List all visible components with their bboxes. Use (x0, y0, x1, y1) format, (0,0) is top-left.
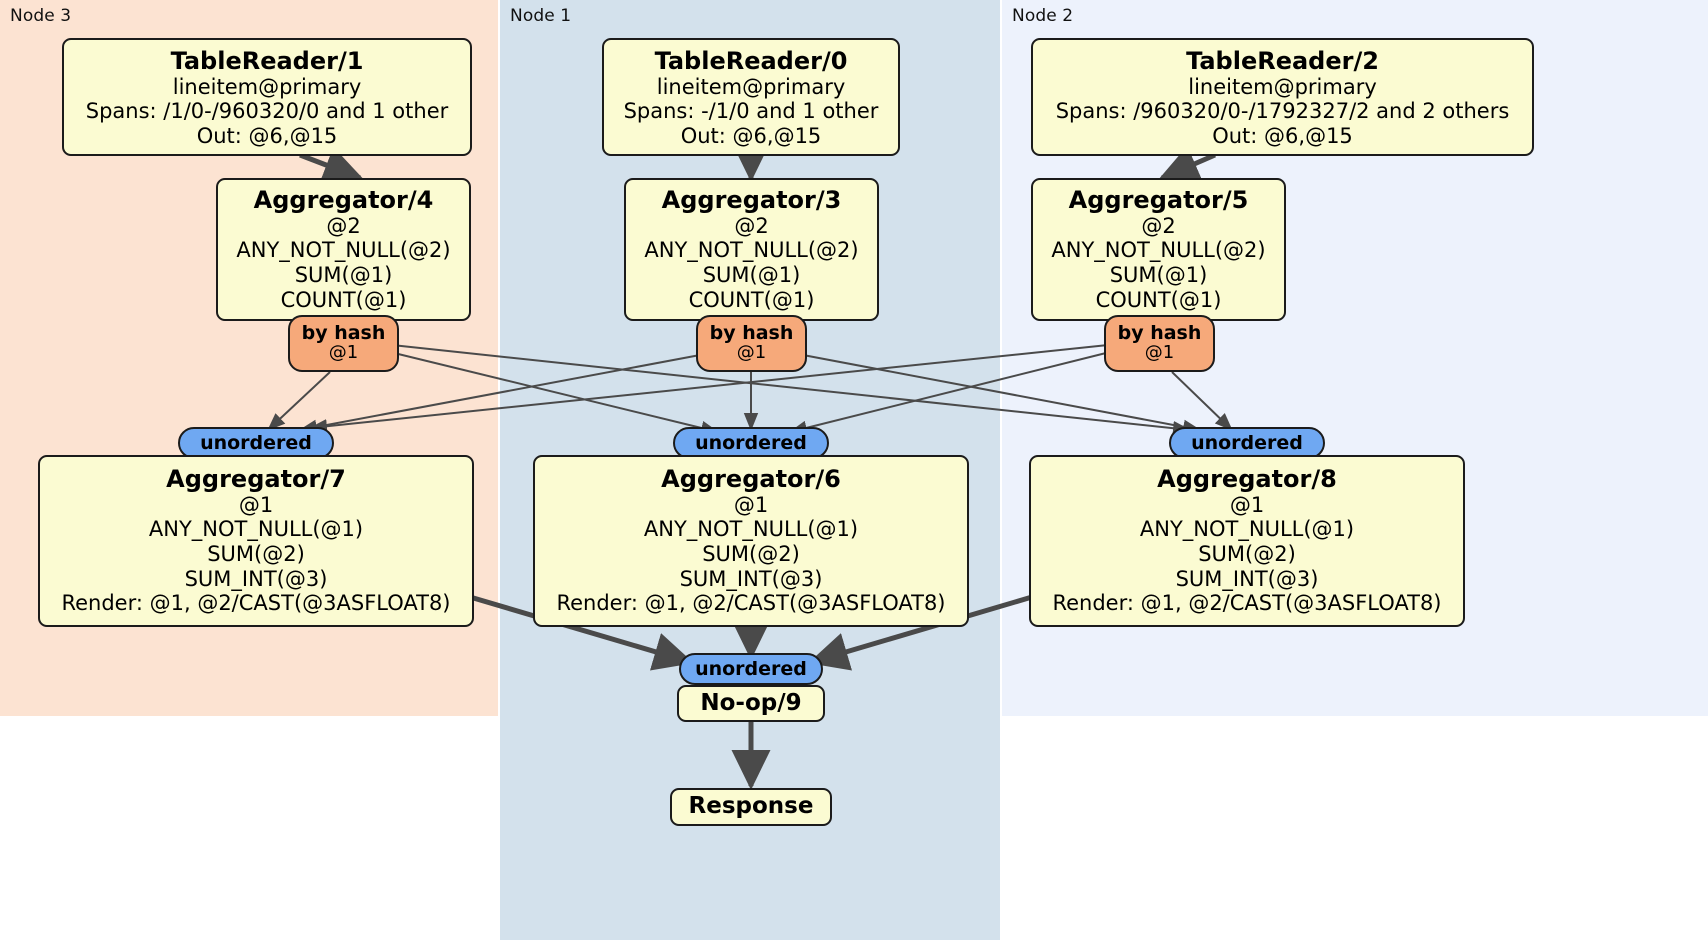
processor-title: TableReader/1 (170, 47, 364, 75)
processor-tablereader-2[interactable]: TableReader/2 lineitem@primary Spans: /9… (1031, 38, 1534, 156)
processor-detail: ANY_NOT_NULL(@2) (644, 238, 859, 263)
badge-sublabel: @1 (328, 342, 359, 364)
processor-detail: lineitem@primary (1188, 74, 1377, 99)
processor-detail: lineitem@primary (656, 74, 846, 99)
processor-detail: @1 (733, 492, 769, 517)
processor-detail: @1 (238, 492, 274, 517)
input-sync-unordered[interactable]: unordered (673, 427, 829, 459)
processor-aggregator-5[interactable]: Aggregator/5 @2 ANY_NOT_NULL(@2) SUM(@1)… (1031, 178, 1286, 321)
processor-aggregator-8[interactable]: Aggregator/8 @1 ANY_NOT_NULL(@1) SUM(@2)… (1029, 455, 1465, 627)
processor-detail: Render: @1, @2/CAST(@3ASFLOAT8) (1052, 591, 1442, 616)
processor-title: Response (688, 793, 814, 820)
node-panel-label: Node 3 (10, 6, 72, 26)
processor-detail: @2 (326, 213, 361, 238)
output-router-by-hash[interactable]: by hash @1 (696, 315, 807, 372)
processor-detail: ANY_NOT_NULL(@1) (1139, 517, 1355, 542)
badge-label: by hash (1117, 322, 1202, 345)
processor-tablereader-1[interactable]: TableReader/1 lineitem@primary Spans: /1… (62, 38, 472, 156)
processor-tablereader-0[interactable]: TableReader/0 lineitem@primary Spans: -/… (602, 38, 900, 156)
processor-detail: COUNT(@1) (280, 287, 407, 312)
badge-label: unordered (695, 431, 807, 454)
processor-noop-9[interactable]: No-op/9 (677, 685, 825, 722)
processor-title: Aggregator/4 (253, 186, 434, 214)
processor-detail: SUM(@2) (1198, 542, 1296, 566)
badge-label: unordered (695, 657, 807, 680)
processor-title: Aggregator/3 (661, 186, 842, 214)
processor-detail: ANY_NOT_NULL(@2) (236, 238, 451, 263)
processor-detail: Spans: /1/0-/960320/0 and 1 other (85, 99, 449, 124)
badge-label: by hash (709, 322, 794, 345)
processor-response[interactable]: Response (670, 788, 832, 826)
processor-aggregator-6[interactable]: Aggregator/6 @1 ANY_NOT_NULL(@1) SUM(@2)… (533, 455, 969, 627)
processor-detail: SUM(@2) (702, 542, 800, 566)
processor-detail: SUM(@1) (294, 263, 393, 287)
processor-aggregator-4[interactable]: Aggregator/4 @2 ANY_NOT_NULL(@2) SUM(@1)… (216, 178, 471, 321)
processor-aggregator-7[interactable]: Aggregator/7 @1 ANY_NOT_NULL(@1) SUM(@2)… (38, 455, 474, 627)
processor-detail: Spans: -/1/0 and 1 other (623, 99, 879, 124)
output-router-by-hash[interactable]: by hash @1 (288, 315, 399, 372)
processor-title: Aggregator/6 (661, 465, 841, 493)
processor-detail: ANY_NOT_NULL(@1) (643, 517, 859, 542)
node-panel-label: Node 1 (510, 6, 572, 26)
processor-detail: @1 (1229, 492, 1265, 517)
processor-title: TableReader/2 (1186, 47, 1379, 75)
processor-detail: @2 (1141, 213, 1176, 238)
badge-sublabel: @1 (736, 342, 767, 364)
processor-detail: COUNT(@1) (1095, 287, 1222, 312)
processor-detail: COUNT(@1) (688, 287, 815, 312)
node-panel-label: Node 2 (1012, 6, 1074, 26)
processor-detail: ANY_NOT_NULL(@1) (148, 517, 364, 542)
processor-title: No-op/9 (700, 689, 802, 716)
processor-detail: @2 (734, 213, 769, 238)
badge-label: unordered (1191, 431, 1303, 454)
input-sync-unordered[interactable]: unordered (178, 427, 334, 459)
processor-detail: lineitem@primary (172, 74, 362, 99)
processor-detail: ANY_NOT_NULL(@2) (1051, 238, 1266, 263)
processor-detail: Out: @6,@15 (196, 124, 338, 148)
processor-detail: Out: @6,@15 (680, 124, 822, 148)
processor-detail: Render: @1, @2/CAST(@3ASFLOAT8) (556, 591, 946, 616)
processor-detail: Out: @6,@15 (1212, 124, 1353, 148)
badge-label: unordered (200, 431, 312, 454)
processor-detail: SUM_INT(@3) (184, 566, 328, 591)
output-router-by-hash[interactable]: by hash @1 (1104, 315, 1215, 372)
processor-detail: Render: @1, @2/CAST(@3ASFLOAT8) (61, 591, 451, 616)
processor-detail: SUM_INT(@3) (679, 566, 823, 591)
processor-title: Aggregator/7 (166, 465, 346, 493)
processor-detail: SUM(@1) (1109, 263, 1208, 287)
processor-detail: SUM_INT(@3) (1175, 566, 1319, 591)
processor-detail: SUM(@1) (702, 263, 801, 287)
badge-label: by hash (301, 322, 386, 345)
processor-title: Aggregator/5 (1068, 186, 1249, 214)
processor-detail: Spans: /960320/0-/1792327/2 and 2 others (1055, 99, 1510, 124)
processor-title: TableReader/0 (654, 47, 848, 75)
processor-detail: SUM(@2) (207, 542, 305, 566)
input-sync-unordered-final[interactable]: unordered (679, 653, 823, 685)
badge-sublabel: @1 (1144, 342, 1175, 364)
processor-aggregator-3[interactable]: Aggregator/3 @2 ANY_NOT_NULL(@2) SUM(@1)… (624, 178, 879, 321)
processor-title: Aggregator/8 (1157, 465, 1337, 493)
